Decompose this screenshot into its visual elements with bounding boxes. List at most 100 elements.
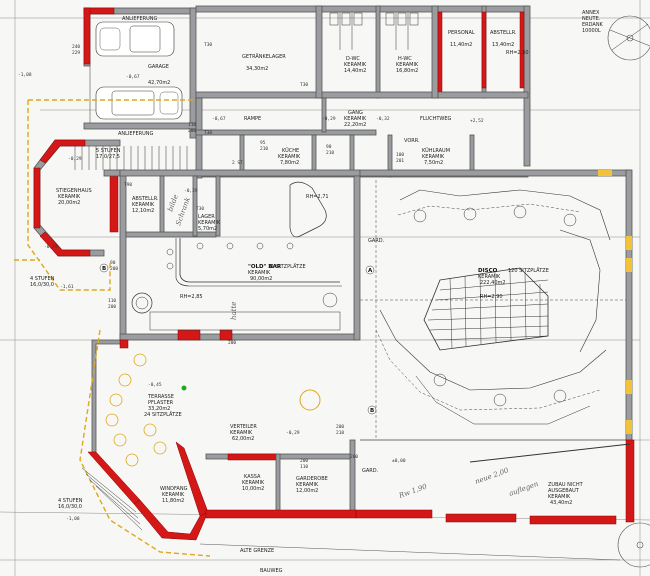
level-9: -0,29 [184,188,198,194]
label-stufen-bottom-dim: 16,0/30,0 [58,504,82,510]
note-6: Rw 1,90 [397,482,429,500]
label-getraenkelager-area: 34,30m2 [246,66,268,72]
label-rh-2: RH=2,85 [180,294,203,300]
label-kassa: KASSA [244,474,261,480]
level-13: -0,29 [322,116,336,122]
level-4: -1,61 [60,284,74,290]
level-markers: -0,67 -1,08 -0,29 -1,61 -0,45 -0,67 -0,3… [18,72,484,522]
label-disco-seats: 120 SITZPLÄTZE [508,267,549,274]
label-fluchtweg: FLUCHTWEG [420,116,451,122]
label-kueche-area: 7,80m2 [280,160,299,166]
label-stufen-top: 5 STUFEN [96,148,121,154]
section-markers [99,263,377,415]
car-bottom [95,86,183,120]
label-bar-area: 90,00m2 [250,276,272,282]
bar-counter [131,181,342,331]
label-bar-floor: KERAMIK [248,270,271,276]
marker-b-left: B [102,266,106,272]
dim-8: 95 [260,140,266,146]
level-3: -0,29 [68,156,82,162]
label-gang-floor: KERAMIK [344,116,367,122]
label-garderobe-floor: KERAMIK [296,482,319,488]
tree-symbols [607,15,650,568]
label-terrasse-area: 33,20m2 [148,406,170,412]
label-terrasse: TERRASSE [147,394,174,400]
wc-stalls [329,12,419,50]
marker-a: A [368,268,373,274]
label-stiegenhaus: STIEGENHAUS [56,188,92,194]
label-garage: GARAGE [148,64,169,70]
label-personal: PERSONAL [448,30,475,36]
label-abstellr2-floor: KERAMIK [132,202,155,208]
label-gard-2: GARD. [362,468,379,474]
label-bauweg: BAUWEG [260,568,283,574]
label-annex-4: 10000L [582,28,601,34]
label-vorr: VORR. [404,138,420,144]
dim-16: T90 [124,182,132,188]
level-7: -0,32 [376,116,390,122]
label-rh-3: RH=2,90 [480,294,503,300]
label-abstellr-area: 13,40m2 [492,42,514,48]
dim-15: 210 [336,430,344,436]
dim-10: 90 [326,144,332,150]
level-14: -0,29 [44,244,58,250]
level-2: -1,08 [18,72,32,78]
label-gang-area: 22,20m2 [344,122,366,128]
label-d-wc-floor: KERAMIK [344,62,367,68]
dim-14: 200 [336,424,344,430]
level-10: ±0,00 [392,458,406,464]
section-letters: B B A [102,266,374,414]
label-annex-2: NEUTE. [582,16,601,22]
car-top [95,21,175,57]
label-personal-area: 11,40m2 [450,42,472,48]
label-kuehlraum: KÜHLRAUM [422,147,450,154]
label-h-wc-area: 16,80m2 [396,68,418,74]
label-windfang: WINDFANG [160,486,188,492]
level-12: -0,29 [286,430,300,436]
label-stufen-bottom: 4 STUFEN [58,498,83,504]
label-stufen-left: 4 STUFEN [30,276,55,282]
label-abstellr2-area: 12,10m2 [132,208,154,214]
dim-6: T30 [204,130,212,136]
note-1: bilde [166,193,180,212]
stair-tower [14,99,196,291]
terrace-tables [105,353,321,467]
label-terrasse-seats: 24 SITZPLÄTZE [144,411,182,418]
label-stufen-top-dim: 17,0/27,5 [96,154,120,160]
stair-treads [74,146,188,170]
label-kueche-floor: KERAMIK [278,154,301,160]
label-bar: "OLD" BAR [248,264,282,270]
dim-22: 200 [228,340,236,346]
label-kuehlraum-area: 7,50m2 [424,160,443,166]
label-annex: ANNEX [582,10,600,16]
label-kassa-floor: KERAMIK [242,480,265,486]
dim-19: 201 [396,158,404,164]
dim-3: 110 [188,122,196,128]
dim-7: T30 [300,82,308,88]
label-rh-4: RH=2,50 [506,50,529,56]
label-bar-seats: 31 SITZPLÄTZE [268,263,306,270]
dim-4: 200 [188,128,196,134]
label-windfang-floor: KERAMIK [162,492,185,498]
label-stufen-left-dim: 16,0/30,0 [30,282,54,288]
dim-11: 210 [326,150,334,156]
label-abstellr2: ABSTELLR. [132,196,159,202]
dim-20: 90 [110,260,116,266]
level-5: -0,45 [148,382,162,388]
label-kuehlraum-floor: KERAMIK [422,154,445,160]
label-disco-floor: KERAMIK [478,274,501,280]
note-4: neue 2,00 [474,466,510,486]
dim-25: 200 [350,454,358,460]
label-rh-1: RH=2,71 [306,194,329,200]
level-8: +2,52 [470,118,484,124]
label-garage-area: 42,70m2 [148,80,170,86]
label-lager-area: 5,70m2 [198,226,217,232]
dim-9: 210 [260,146,268,152]
dim-12: 110 [108,298,116,304]
level-1: -0,67 [126,74,140,80]
label-rampe: RAMPE [244,116,261,122]
label-anlieferung: ANLIEFERUNG [122,16,157,22]
label-zubau-floor: KERAMIK [548,494,571,500]
